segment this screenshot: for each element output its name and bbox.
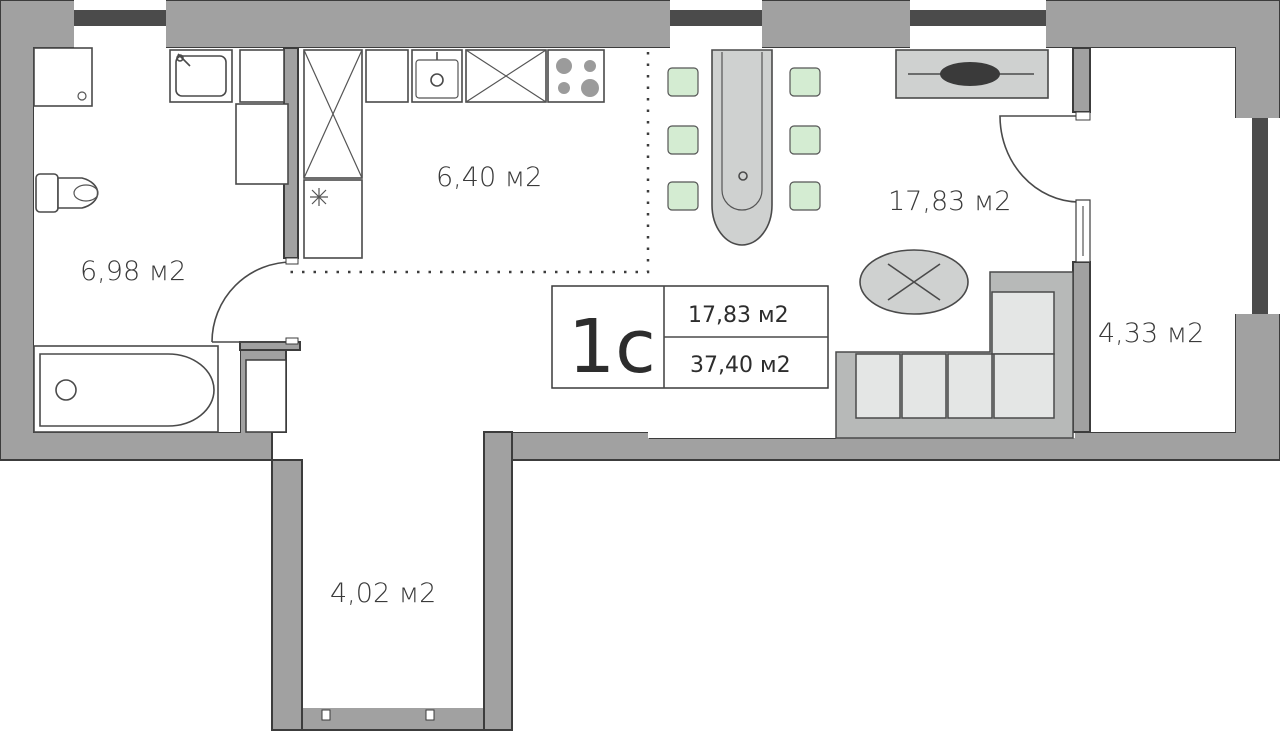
room-area-living: 17,83 м2 <box>888 186 1011 217</box>
room-area-balcony: 4,33 м2 <box>1098 318 1204 349</box>
balcony-door <box>999 111 1091 263</box>
bathtub-icon <box>33 345 219 433</box>
dining-table-icon <box>711 49 773 246</box>
room-area-hall: 4,02 м2 <box>330 578 436 609</box>
balcony-wall-top <box>1072 47 1091 113</box>
sofa-icon <box>835 271 1074 439</box>
bathroom-fixtures <box>33 47 299 433</box>
chair-icon <box>667 67 821 211</box>
total-area-value: 37,40 м2 <box>690 353 791 378</box>
zone-divider <box>288 52 650 274</box>
room-area-bathroom: 6,98 м2 <box>80 256 186 287</box>
hall-right-wall <box>483 431 513 731</box>
hall-left-wall <box>271 459 303 731</box>
shelf-icon <box>239 49 285 103</box>
room-labels: 6,98 м2 6,40 м2 17,83 м2 4,33 м2 4,02 м2 <box>80 162 1204 609</box>
room-area-kitchen: 6,40 м2 <box>436 162 542 193</box>
toilet-icon <box>35 173 99 213</box>
coffee-table-icon <box>859 249 969 315</box>
living-area-value: 17,83 м2 <box>688 303 789 328</box>
living-fixtures <box>667 49 1091 439</box>
apartment-type: 1с <box>568 304 656 390</box>
balcony-wall-bottom <box>1072 261 1091 433</box>
oven-icon <box>303 179 363 259</box>
windows <box>74 0 1280 314</box>
tv-icon <box>895 49 1049 99</box>
apartment-badge: 1с 17,83 м2 37,40 м2 <box>551 285 829 390</box>
washing-machine-icon <box>33 47 93 107</box>
kitchen-fixtures <box>288 49 650 274</box>
cabinet-icon <box>365 49 409 103</box>
bathroom-door <box>211 257 299 345</box>
